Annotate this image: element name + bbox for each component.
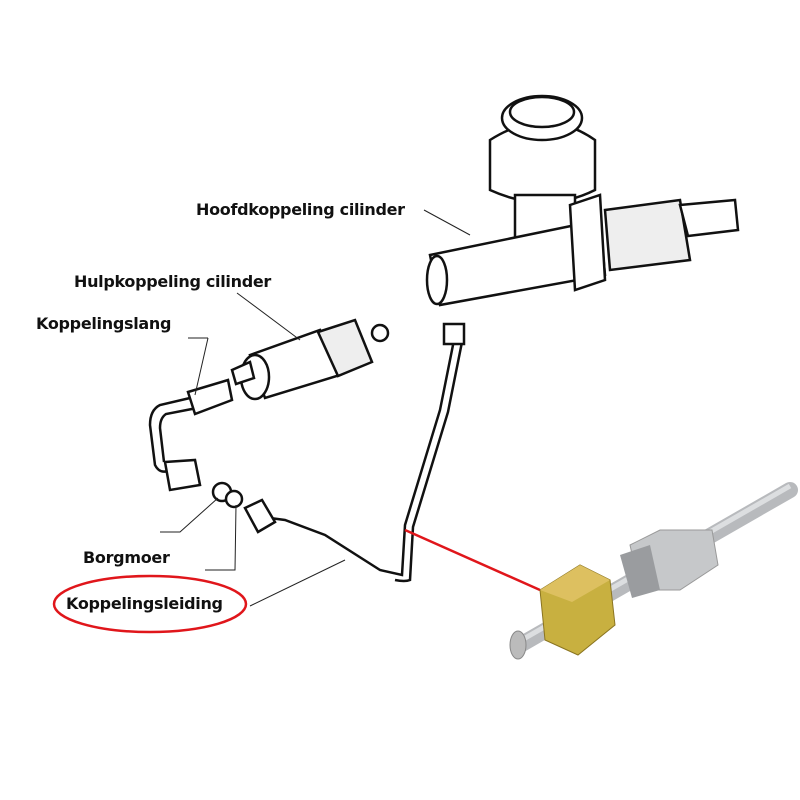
label-clutch-line: Koppelingsleiding: [66, 594, 223, 613]
label-slave-cylinder: Hulpkoppeling cilinder: [74, 272, 271, 291]
label-lock-nut: Borgmoer: [83, 548, 170, 567]
label-clutch-hose: Koppelingslang: [36, 314, 172, 333]
leader-lines: [160, 209, 471, 607]
highlight-ellipse: [52, 574, 248, 634]
master-cylinder-drawing: [425, 94, 740, 307]
slave-cylinder-drawing: [230, 318, 390, 401]
clutch-line-drawing: [243, 322, 466, 583]
pipe-fitting-photo: [509, 482, 798, 660]
clutch-hose-drawing: [148, 378, 244, 509]
label-master-cylinder: Hoofdkoppeling cilinder: [196, 200, 405, 219]
callout-line: [404, 528, 541, 592]
